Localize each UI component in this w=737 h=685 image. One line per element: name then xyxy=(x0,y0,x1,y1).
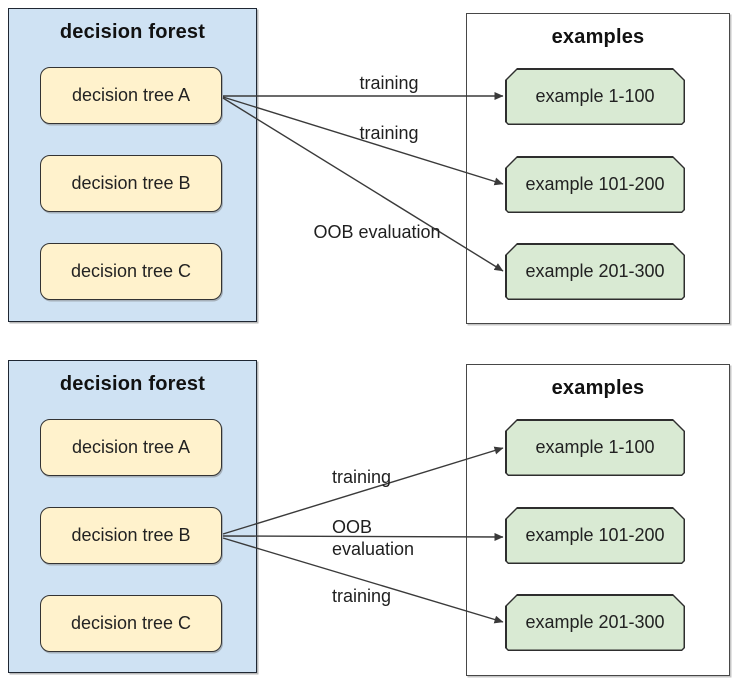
examples-box-top: examples example 1-100 example 101-200 e… xyxy=(466,13,730,324)
arrow-label-oob-evaluation: OOB evaluation xyxy=(313,222,441,242)
forest-title: decision forest xyxy=(59,373,206,395)
arrow-label-training: training xyxy=(332,467,392,487)
examples-title: examples xyxy=(551,26,645,48)
example-node-label: example 1-100 xyxy=(507,421,684,475)
example-node-label: example 201-300 xyxy=(507,245,684,299)
arrow-top-oob xyxy=(222,97,504,272)
forest-box-bottom: decision forest decision tree A decision… xyxy=(8,360,257,673)
arrow-top-training-2 xyxy=(222,96,504,186)
forest-title: decision forest xyxy=(59,21,206,43)
tree-node-b: decision tree B xyxy=(40,155,222,212)
tree-node-a: decision tree A xyxy=(40,419,222,476)
example-node-label: example 101-200 xyxy=(507,509,684,563)
example-node-label: example 201-300 xyxy=(507,596,684,650)
example-node-label: example 101-200 xyxy=(507,158,684,212)
examples-box-bottom: examples example 1-100 example 101-200 e… xyxy=(466,364,730,676)
tree-node-a: decision tree A xyxy=(40,67,222,124)
example-node-3: example 201-300 xyxy=(505,594,685,651)
examples-title: examples xyxy=(551,377,645,399)
tree-node-c: decision tree C xyxy=(40,595,222,652)
tree-node-c: decision tree C xyxy=(40,243,222,300)
arrow-bottom-oob xyxy=(222,532,504,541)
forest-box-top: decision forest decision tree A decision… xyxy=(8,8,257,322)
example-node-2: example 101-200 xyxy=(505,507,685,564)
tree-node-b: decision tree B xyxy=(40,507,222,564)
arrow-label-training: training xyxy=(359,73,419,93)
example-node-3: example 201-300 xyxy=(505,243,685,300)
example-node-1: example 1-100 xyxy=(505,68,685,125)
arrow-label-training: training xyxy=(332,586,392,606)
example-node-label: example 1-100 xyxy=(507,70,684,124)
arrow-bottom-training-1 xyxy=(222,446,504,535)
example-node-1: example 1-100 xyxy=(505,419,685,476)
arrow-label-training: training xyxy=(359,123,419,143)
example-node-2: example 101-200 xyxy=(505,156,685,213)
arrow-bottom-training-2 xyxy=(222,537,504,624)
arrow-label-oob-evaluation: OOB evaluation xyxy=(332,517,415,559)
